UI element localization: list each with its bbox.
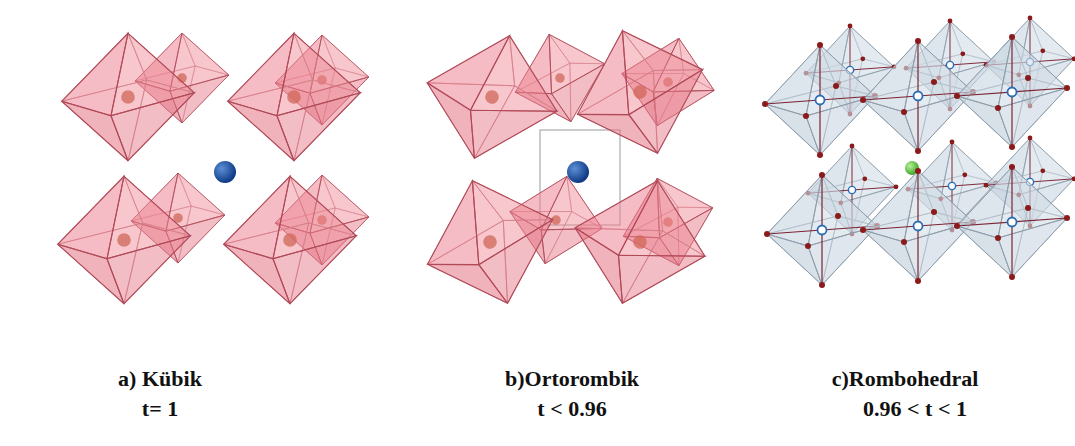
orthorhombic-structure — [409, 12, 725, 321]
panel-caption: 0.96 < t < 1 — [863, 396, 967, 421]
rhombohedral-structure — [762, 16, 1075, 288]
panel-caption: c)Rombohedral — [832, 366, 979, 391]
cubic-structure — [58, 33, 369, 304]
panel-caption: b)Ortorombik — [505, 366, 639, 391]
panel-caption: t < 0.96 — [537, 396, 606, 421]
panel-caption: t= 1 — [142, 396, 178, 421]
panel-caption: a) Kübik — [118, 366, 202, 391]
